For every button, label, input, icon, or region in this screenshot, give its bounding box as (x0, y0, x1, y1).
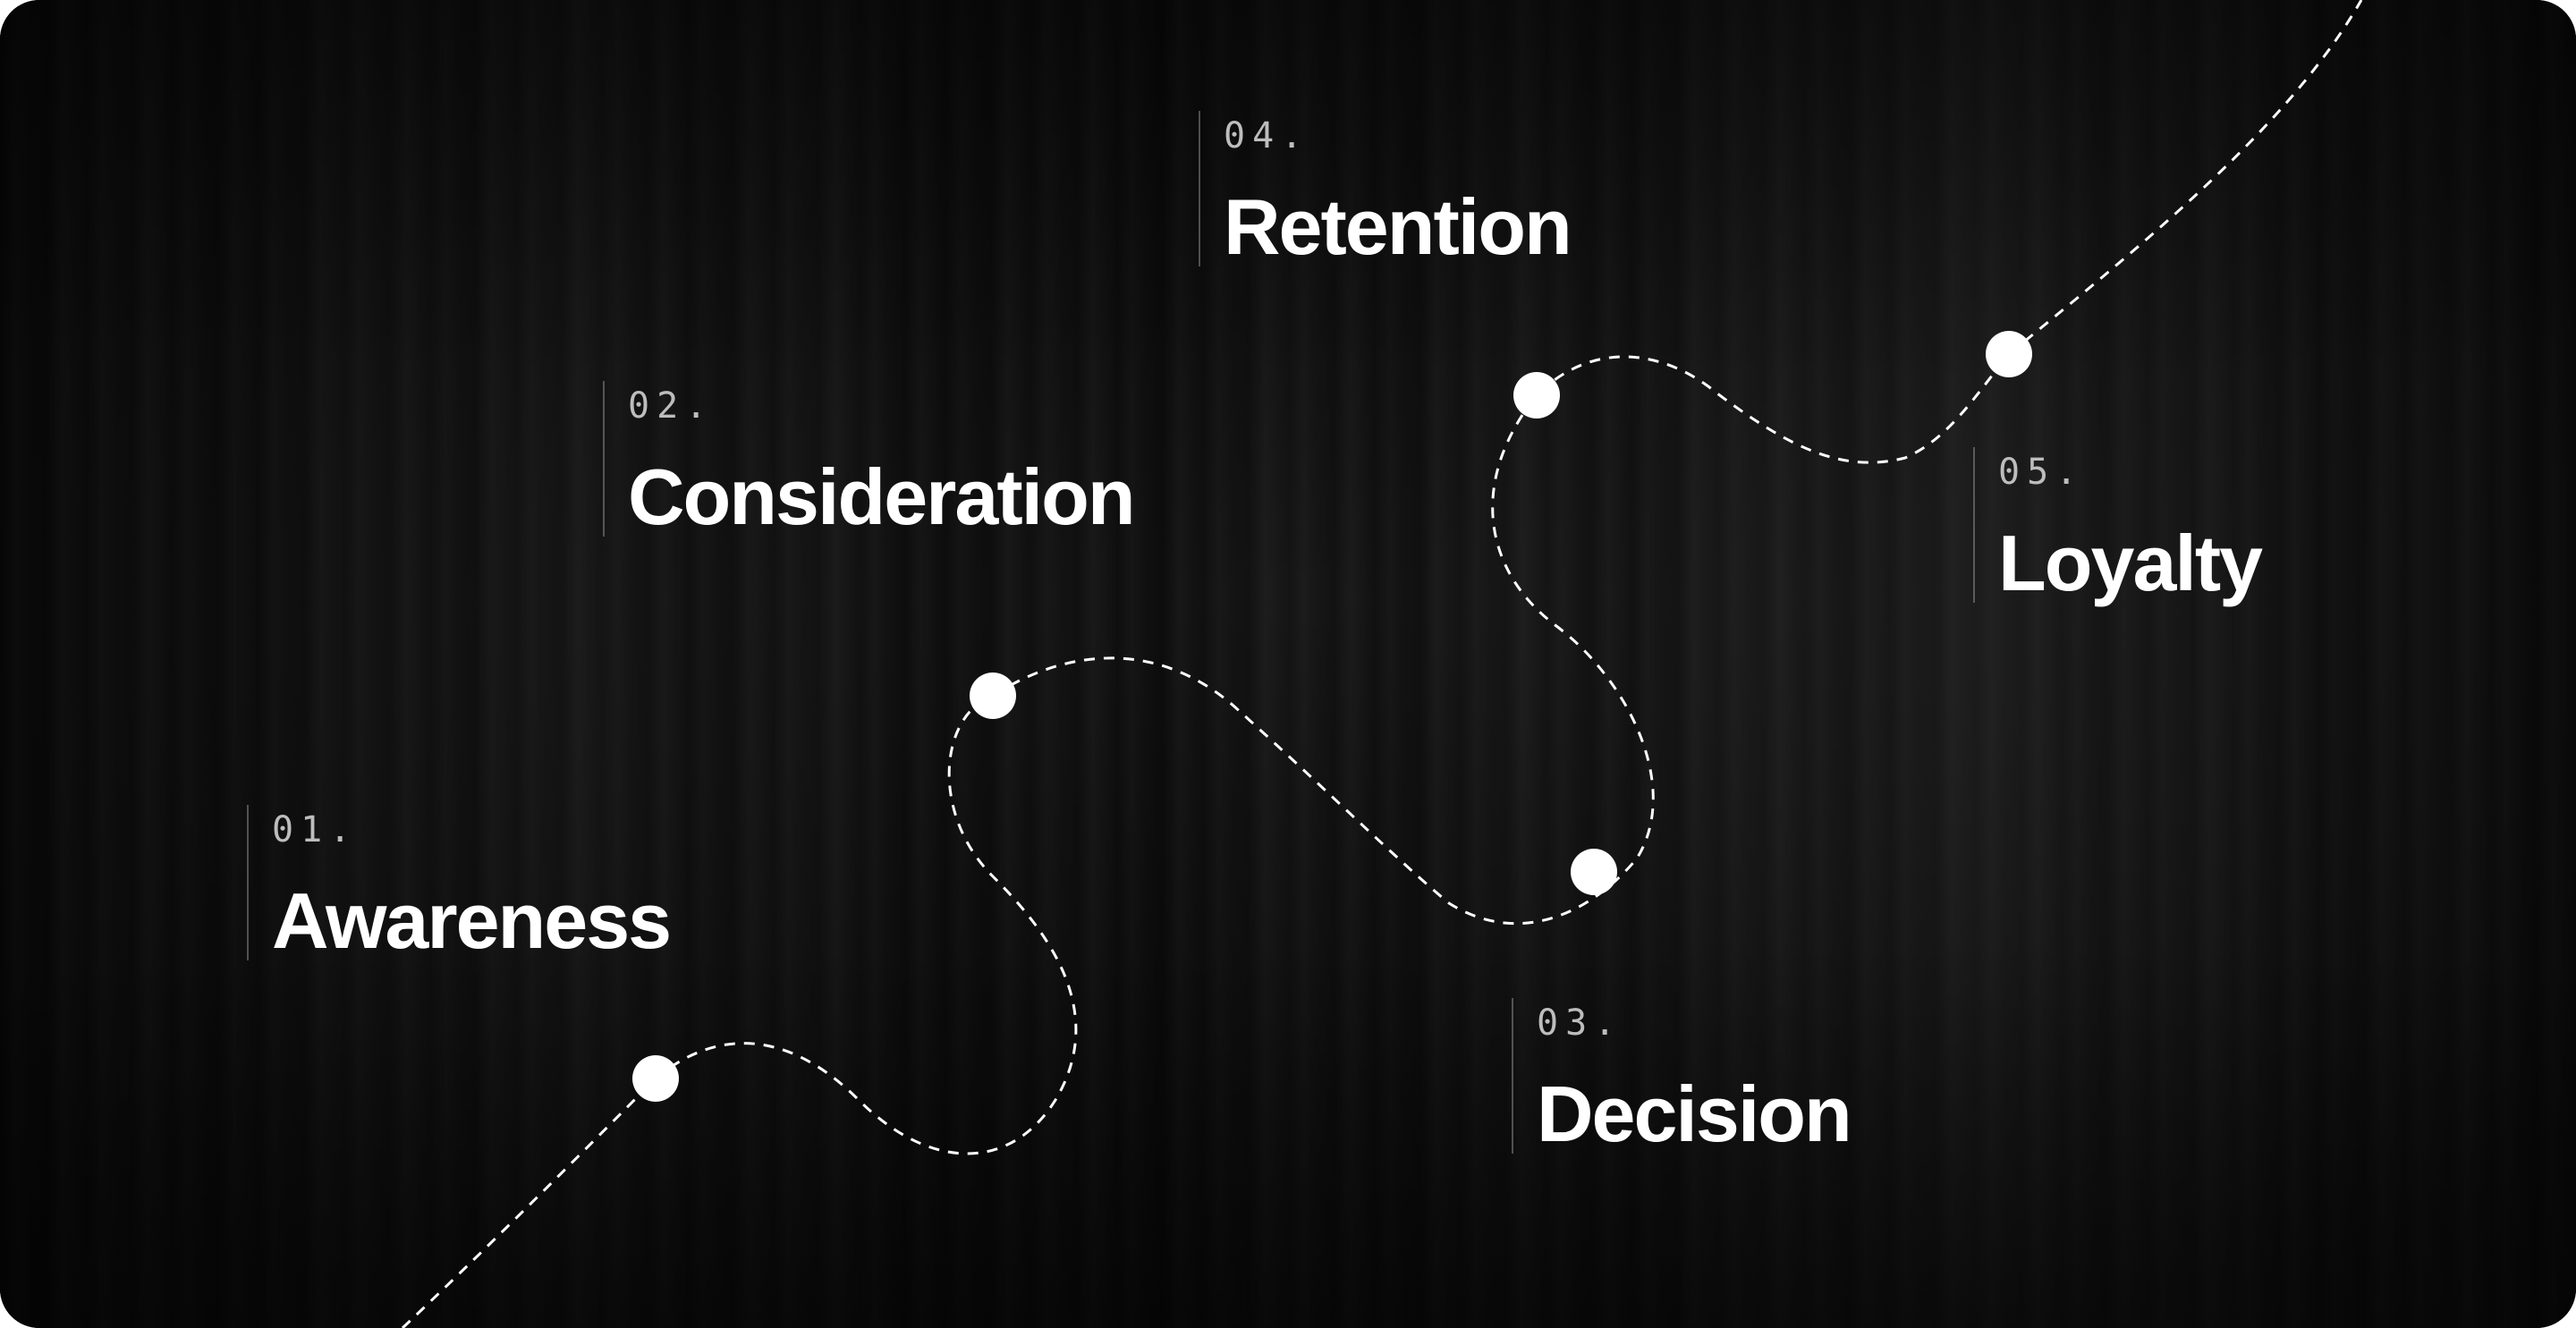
stage-number: 03. (1537, 1002, 1623, 1044)
stage-number: 02. (628, 385, 715, 427)
stage-awareness: 01. Awareness (247, 805, 672, 965)
stage-title: Decision (1537, 1070, 1852, 1158)
stage-title: Retention (1224, 182, 1572, 271)
stage-number: 04. (1224, 115, 1310, 156)
stage-loyalty: 05. Loyalty (1973, 447, 2263, 607)
stage-node-consideration[interactable] (970, 672, 1016, 719)
stage-node-loyalty[interactable] (1986, 331, 2032, 377)
stage-decision: 03. Decision (1512, 998, 1852, 1158)
stage-number: 05. (1998, 452, 2085, 493)
stage-node-retention[interactable] (1513, 372, 1560, 419)
stage-node-decision[interactable] (1571, 849, 1617, 895)
stage-title: Awareness (272, 876, 672, 965)
stage-consideration: 02. Consideration (603, 381, 1136, 541)
stage-retention: 04. Retention (1199, 111, 1572, 271)
journey-dashed-path (401, 0, 2363, 1328)
stage-title: Consideration (628, 453, 1136, 541)
stage-node-awareness[interactable] (632, 1055, 679, 1102)
stage-number: 01. (272, 809, 359, 850)
stage-title: Loyalty (1998, 519, 2263, 607)
